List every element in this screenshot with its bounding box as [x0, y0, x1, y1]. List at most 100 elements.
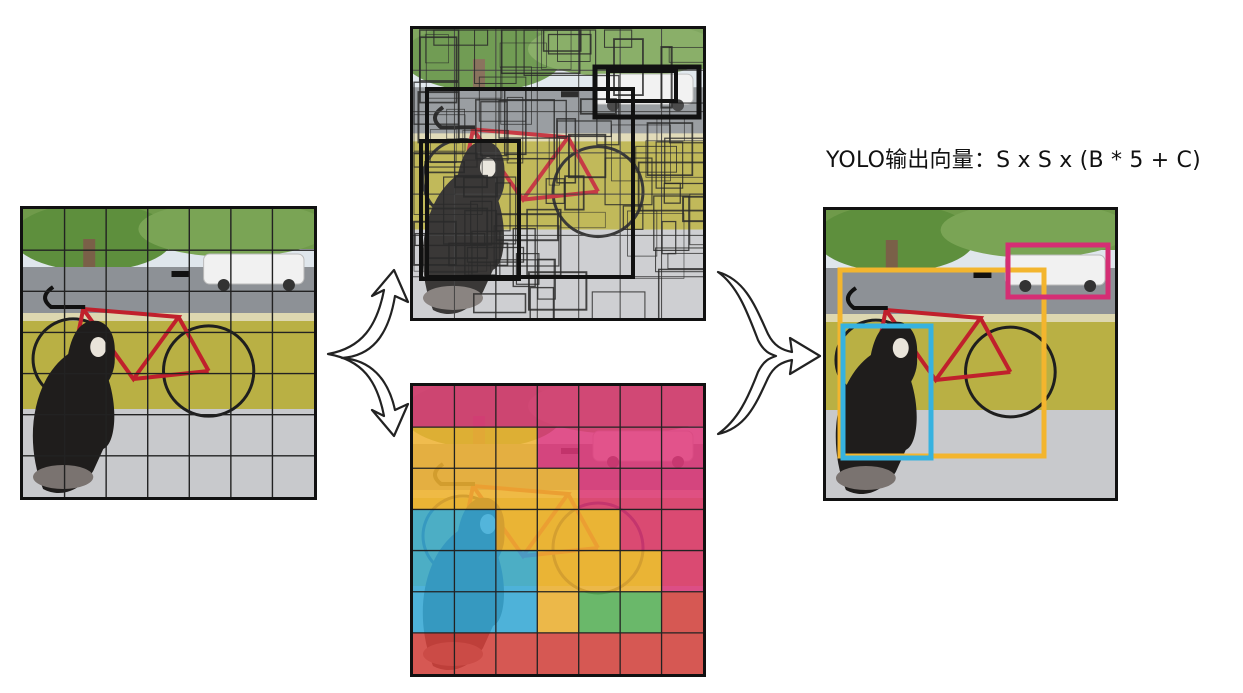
predicted-box — [413, 150, 456, 195]
class-cell-pink — [620, 386, 662, 428]
predicted-box — [419, 36, 458, 104]
class-cell-blue — [495, 591, 538, 633]
predicted-box — [564, 175, 585, 211]
class-cell-pink — [661, 427, 703, 469]
class-cell-green — [620, 591, 662, 633]
scene — [23, 209, 314, 497]
predicted-box-confident — [606, 69, 678, 103]
predicted-box — [635, 145, 677, 173]
car-wheel — [217, 278, 230, 292]
predicted-box — [603, 29, 633, 48]
detection-box-dog — [840, 323, 934, 461]
dog-tail — [835, 466, 896, 490]
predicted-box — [495, 182, 511, 232]
merge-arrow — [716, 270, 822, 436]
predicted-box — [527, 271, 588, 311]
predicted-box — [542, 29, 582, 52]
dog-tail — [33, 465, 94, 489]
predicted-box — [682, 195, 703, 223]
predicted-box-confident — [425, 87, 635, 279]
grid-lines — [413, 386, 703, 674]
bicycle-seat — [561, 91, 579, 98]
bicycle-handlebar — [845, 286, 888, 310]
class-cell-yellow — [495, 427, 538, 469]
class-cell-yellow — [537, 550, 579, 592]
class-cell-yellow — [537, 468, 579, 510]
class-cell-pink — [661, 550, 703, 592]
predicted-box — [475, 99, 555, 160]
tree-trunk — [885, 240, 898, 285]
class-cell-pink — [413, 386, 455, 428]
predicted-box — [515, 253, 540, 285]
predicted-box — [604, 157, 653, 206]
class-probability-map — [410, 383, 706, 677]
bicycle-frame — [461, 126, 600, 204]
class-cell-red — [537, 632, 579, 674]
dog-muzzle — [892, 338, 909, 358]
class-cell-yellow — [537, 591, 579, 633]
dog — [835, 321, 918, 495]
grid-lines — [23, 209, 314, 497]
tree-left — [826, 210, 976, 272]
tree-left — [23, 209, 174, 271]
class-cell-pink — [578, 427, 621, 469]
class-cell-pink — [495, 386, 538, 428]
detection-box-car — [1005, 242, 1111, 300]
class-cell-pink — [454, 386, 496, 428]
predicted-box-confident — [592, 64, 702, 120]
bicycle-seat — [171, 271, 190, 277]
dog — [32, 320, 115, 494]
class-cell-yellow — [495, 509, 538, 551]
predicted-box — [657, 268, 703, 318]
class-cell-blue — [413, 509, 455, 551]
predicted-box — [567, 133, 607, 179]
class-cell-red — [578, 632, 621, 674]
predicted-box — [591, 291, 646, 318]
predicted-box — [529, 286, 555, 318]
predicted-box — [660, 46, 673, 109]
scene — [413, 29, 703, 318]
class-cell-pink — [620, 509, 662, 551]
class-cell-pink — [620, 468, 662, 510]
predicted-box — [448, 242, 509, 267]
bicycle-frame — [873, 307, 1013, 384]
predicted-box — [689, 193, 703, 246]
predicted-box — [560, 211, 606, 229]
predicted-box — [664, 137, 703, 185]
predicted-box — [579, 98, 617, 115]
car-wheel — [1019, 280, 1032, 292]
dim-overlay — [413, 29, 703, 318]
predicted-box — [611, 124, 671, 182]
class-cell-pink — [661, 509, 703, 551]
predicted-box — [653, 195, 690, 252]
class-cell-yellow — [413, 468, 455, 510]
predicted-box — [474, 29, 517, 85]
predicted-box — [425, 34, 449, 64]
predicted-box — [512, 227, 536, 288]
dog-muzzle — [480, 157, 496, 178]
tree-right — [138, 209, 314, 257]
predicted-box — [667, 252, 703, 269]
predicted-box — [556, 120, 612, 138]
class-cell-red — [661, 632, 703, 674]
bicycle-wheel — [964, 325, 1057, 419]
class-cell-yellow — [620, 550, 662, 592]
predicted-box — [446, 108, 465, 140]
dog-muzzle — [90, 337, 107, 357]
class-cell-pink — [578, 468, 621, 510]
predicted-box — [646, 122, 694, 177]
class-cell-red — [413, 632, 455, 674]
class-cell-yellow — [578, 509, 621, 551]
class-cell-pink — [620, 427, 662, 469]
input-image-grid — [20, 206, 317, 500]
output-vector-title: YOLO输出向量：S x S x (B * 5 + C) — [826, 148, 1201, 173]
dog-tail — [423, 285, 483, 310]
bicycle-frame — [71, 306, 211, 383]
class-cell-yellow — [495, 468, 538, 510]
dog — [422, 141, 505, 314]
predicted-box — [668, 46, 703, 63]
class-cell-red — [620, 632, 662, 674]
class-cell-yellow — [454, 427, 496, 469]
class-cell-blue — [454, 591, 496, 633]
class-cell-yellow — [578, 550, 621, 592]
